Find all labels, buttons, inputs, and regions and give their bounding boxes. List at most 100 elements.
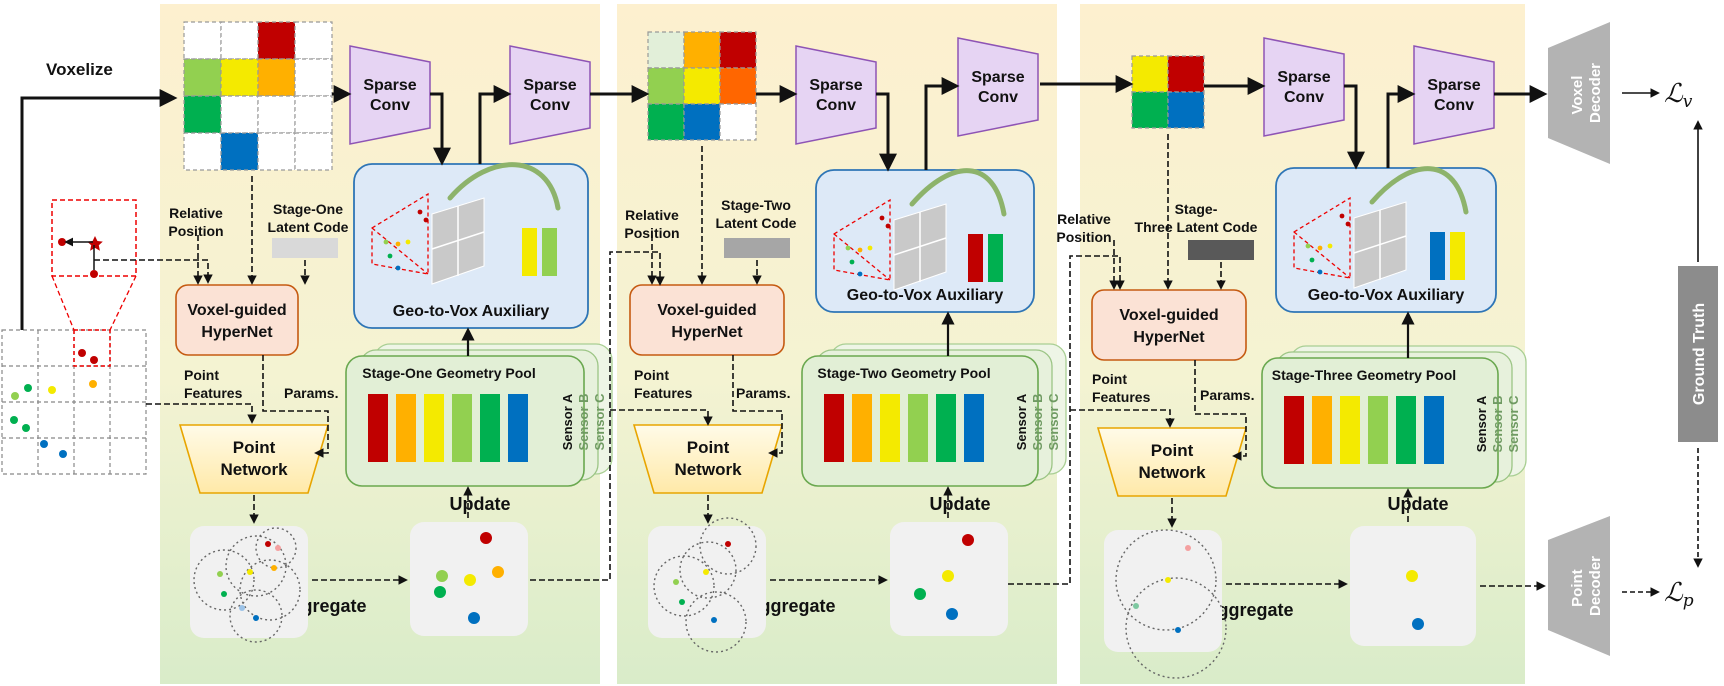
stage-one-point-cloud-left: [190, 526, 308, 638]
stage-three-latent-code-bar: [1188, 240, 1254, 260]
stage-three-sparse-conv-b: [1413, 45, 1495, 145]
stage-two-sparse-conv-a-label-2: Conv: [816, 97, 856, 114]
stage-one-sparse-conv-a: [349, 45, 431, 145]
stage-two-latent-code-1: Stage-Two: [721, 197, 791, 213]
voxel-decoder-line1: Voxel: [1569, 76, 1586, 115]
stage-two-geo-to-vox-label: Geo-to-Vox Auxiliary: [847, 287, 1004, 304]
stage-one-sparse-conv-b-label-1: Sparse: [523, 77, 576, 94]
stage-two-relative-position-1: Relative: [625, 207, 679, 223]
stage-one-geometry-pool-bar-blue: [508, 394, 528, 462]
voxel-decoder: Voxel Decoder: [1548, 22, 1610, 164]
stage-three-geometry-pool-bar-orange: [1312, 396, 1332, 464]
stage-two-point-cloud-left: [648, 526, 766, 638]
stage-two-voxel-grid: [647, 31, 757, 141]
stage-three-geo-to-vox-arc: [1369, 166, 1469, 215]
stage-one-geometry-pool-bar-orange: [396, 394, 416, 462]
stage-two-hypernet-label-1: Voxel-guided: [657, 302, 756, 319]
stage-one-geo-to-vox-bar-2: [542, 228, 557, 276]
stage-one-geometry-pool-bar-yellow: [424, 394, 444, 462]
stage-three-relative-position-2: Position: [1056, 229, 1111, 245]
stage-two-hypernet-label-2: HyperNet: [671, 324, 743, 341]
stage-two-sparse-conv-b: [957, 37, 1039, 137]
stage-three-sparse-conv-a: [1263, 37, 1345, 137]
stage-three-geometry-pool-title: Stage-Three Geometry Pool: [1272, 367, 1456, 383]
stage-one-geometry-pool-bar-green: [480, 394, 500, 462]
stage-one-hypernet-label-1: Voxel-guided: [187, 302, 286, 319]
stage-one-update: Update: [449, 494, 510, 514]
stage-one-sparse-conv-b-label-2: Conv: [530, 97, 570, 114]
svg-text:Point Decoder: Point Decoder: [1569, 556, 1604, 616]
stage-two-sparse-conv-b-label-1: Sparse: [971, 69, 1024, 86]
stage-two-latent-code-2: Latent Code: [716, 215, 797, 231]
stage-three-geometry-pool-bar-green: [1396, 396, 1416, 464]
stage-two-point-network-label-1: Point: [687, 438, 730, 457]
stage-one-geometry-pool-sensor-2: Sensor C: [592, 393, 607, 451]
stage-three-sparse-conv-a-label-2: Conv: [1284, 89, 1324, 106]
stage-three-geometry-pool-bar-yellow: [1340, 396, 1360, 464]
point-decoder-line1: Point: [1569, 569, 1586, 607]
stage-two-latent-code-bar: [724, 238, 790, 258]
stage-three-geometry-pool-sensor-1: Sensor B: [1490, 395, 1505, 452]
stage-two-geometry-pool-bar-green: [936, 394, 956, 462]
stage-one-params: Params.: [284, 385, 338, 401]
stage-one-geo-to-vox-bar-1: [522, 228, 537, 276]
point-decoder: Point Decoder: [1548, 516, 1610, 656]
stage-two-geometry-pool-bar-blue: [964, 394, 984, 462]
stage-one-point-features-2: Features: [184, 385, 243, 401]
stage-three-geo-to-vox-frustum: [1293, 196, 1351, 279]
stage-three-point-network: [1096, 427, 1248, 497]
stage-two-aggregate: Aggregate: [746, 596, 835, 616]
stage-one-voxel-grid: [183, 21, 333, 171]
stage-three-point-cloud-right: [1350, 526, 1476, 646]
stage-one-sparse-conv-a-label-1: Sparse: [363, 77, 416, 94]
stage-one-point-network-label-1: Point: [233, 438, 276, 457]
stage-one-point-features-1: Point: [184, 367, 219, 383]
stage-one-latent-code-1: Stage-One: [273, 201, 343, 217]
stage-three-point-network-label-1: Point: [1151, 441, 1194, 460]
stage-one-point-network: [178, 424, 330, 494]
stage-one-sparse-conv-a-label-2: Conv: [370, 97, 410, 114]
stage-three-geometry-pool-bar-blue: [1424, 396, 1444, 464]
stage-three-hypernet: [1091, 289, 1247, 361]
point-decoder-line2: Decoder: [1587, 556, 1604, 616]
stage-three-geo-to-vox-bar-2: [1450, 232, 1465, 280]
stage-one-geometry-pool-sensor-1: Sensor B: [576, 393, 591, 450]
stage-three-point-features-1: Point: [1092, 371, 1127, 387]
stage-two-geo-to-vox-bar-2: [988, 234, 1003, 282]
stage-one-relative-position-2: Position: [168, 223, 223, 239]
stage-two-geometry-pool-sensor-0: Sensor A: [1014, 393, 1029, 450]
voxelize-label: Voxelize: [46, 60, 113, 79]
stage-three-update: Update: [1387, 494, 1448, 514]
loss-p: ℒp: [1664, 578, 1694, 611]
stage-three-sparse-conv-b-label-2: Conv: [1434, 97, 1474, 114]
stage-three-latent-code-2: Three Latent Code: [1135, 219, 1258, 235]
stage-three-sparse-conv-b-label-1: Sparse: [1427, 77, 1480, 94]
stage-one-latent-code-2: Latent Code: [268, 219, 349, 235]
stage-one-hypernet-label-2: HyperNet: [201, 324, 273, 341]
stage-three-sparse-conv-a-label-1: Sparse: [1277, 69, 1330, 86]
ground-truth-box: Ground Truth: [1678, 266, 1718, 442]
stage-two-geometry-pool-bar-lightgreen: [908, 394, 928, 462]
stage-two-sparse-conv-a: [795, 45, 877, 145]
stage-two-point-features-1: Point: [634, 367, 669, 383]
stage-two-point-network: [632, 424, 784, 494]
stage-three-geometry-pool-bar-lightgreen: [1368, 396, 1388, 464]
stage-three-params: Params.: [1200, 387, 1254, 403]
stage-three-relative-position-1: Relative: [1057, 211, 1111, 227]
stage-one-geometry-pool-bar-red: [368, 394, 388, 462]
stage-one-sparse-conv-b: [509, 45, 591, 145]
stage-three-hypernet-label-2: HyperNet: [1133, 329, 1205, 346]
input-point-grid: [1, 329, 147, 475]
stage-two-geo-to-vox-arc: [909, 168, 1007, 217]
stage-one-hypernet: [175, 284, 299, 356]
zoom-inset: [51, 199, 137, 331]
stage-two-geometry-pool-bar-red: [824, 394, 844, 462]
stage-two-point-features-2: Features: [634, 385, 693, 401]
stage-two-geometry-pool-sensor-2: Sensor C: [1046, 393, 1061, 451]
stage-one-relative-position-1: Relative: [169, 205, 223, 221]
stage-two-relative-position-2: Position: [624, 225, 679, 241]
